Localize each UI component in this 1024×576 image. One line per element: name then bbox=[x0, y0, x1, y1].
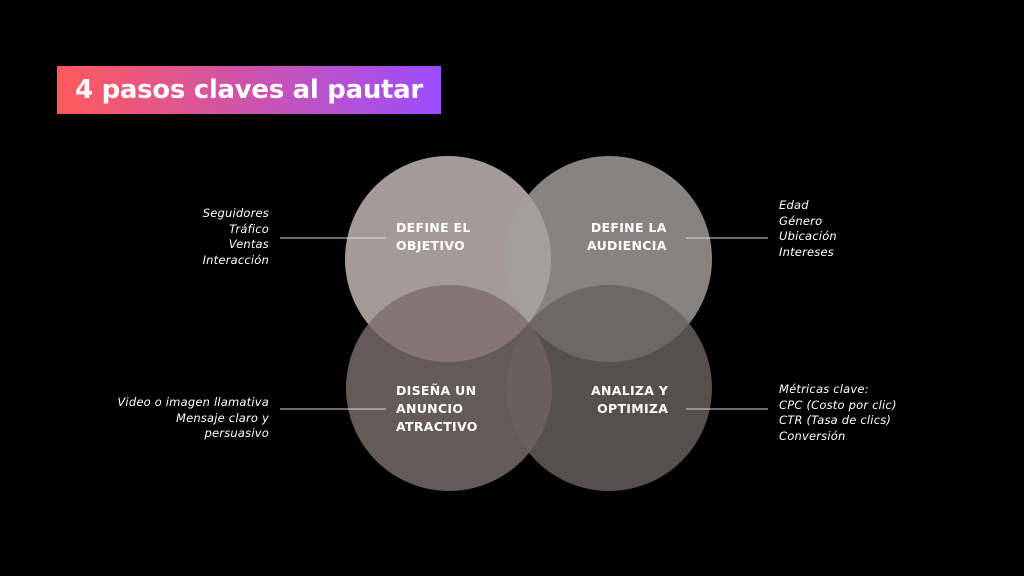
note-item: Intereses bbox=[779, 244, 834, 259]
step-label-analiza-optimiza: ANALIZA Y OPTIMIZA bbox=[591, 382, 668, 418]
note-item: Ventas bbox=[228, 237, 269, 251]
note-item: Métricas clave: bbox=[779, 382, 869, 396]
step-label-line: ANUNCIO bbox=[396, 401, 464, 416]
note-item: Conversión bbox=[779, 428, 846, 443]
step-label-line: DISEÑA UN bbox=[396, 383, 477, 398]
note-item: Seguidores bbox=[202, 206, 269, 220]
note-item: Género bbox=[779, 213, 823, 228]
note-item: CPC (Costo por clic) bbox=[779, 397, 897, 412]
note-item: Video o imagen llamativa bbox=[117, 395, 269, 409]
title-banner: 4 pasos claves al pautar bbox=[57, 66, 441, 114]
note-item: Mensaje claro y bbox=[175, 410, 269, 425]
circle-disena-anuncio bbox=[346, 285, 552, 491]
note-item: Ubicación bbox=[779, 229, 837, 243]
note-item: persuasivo bbox=[204, 426, 269, 440]
step-label-define-audiencia: DEFINE LA AUDIENCIA bbox=[587, 219, 667, 255]
page-title: 4 pasos claves al pautar bbox=[75, 75, 423, 105]
step-label-line: AUDIENCIA bbox=[587, 238, 667, 253]
step-label-define-objetivo: DEFINE EL OBJETIVO bbox=[396, 219, 471, 255]
note-item: CTR (Tasa de clics) bbox=[779, 413, 892, 427]
note-item: Interacción bbox=[202, 252, 269, 267]
step-label-line: ANALIZA Y bbox=[591, 383, 669, 398]
notes-audiencia: Edad Género Ubicación Intereses bbox=[779, 198, 837, 260]
step-label-disena-anuncio: DISEÑA UN ANUNCIO ATRACTIVO bbox=[396, 382, 478, 436]
notes-objetivo: Seguidores Tráfico Ventas Interacción bbox=[203, 206, 269, 268]
step-label-line: OBJETIVO bbox=[396, 238, 466, 253]
note-item: Edad bbox=[779, 198, 809, 212]
step-label-line: DEFINE EL bbox=[396, 220, 471, 235]
step-label-line: ATRACTIVO bbox=[396, 419, 478, 434]
notes-anuncio: Video o imagen llamativa Mensaje claro y… bbox=[117, 395, 269, 442]
note-item: Tráfico bbox=[229, 221, 269, 236]
step-label-line: OPTIMIZA bbox=[597, 401, 669, 416]
circle-analiza-optimiza bbox=[506, 285, 712, 491]
step-label-line: DEFINE LA bbox=[590, 220, 667, 235]
notes-optimiza: Métricas clave: CPC (Costo por clic) CTR… bbox=[779, 382, 897, 444]
